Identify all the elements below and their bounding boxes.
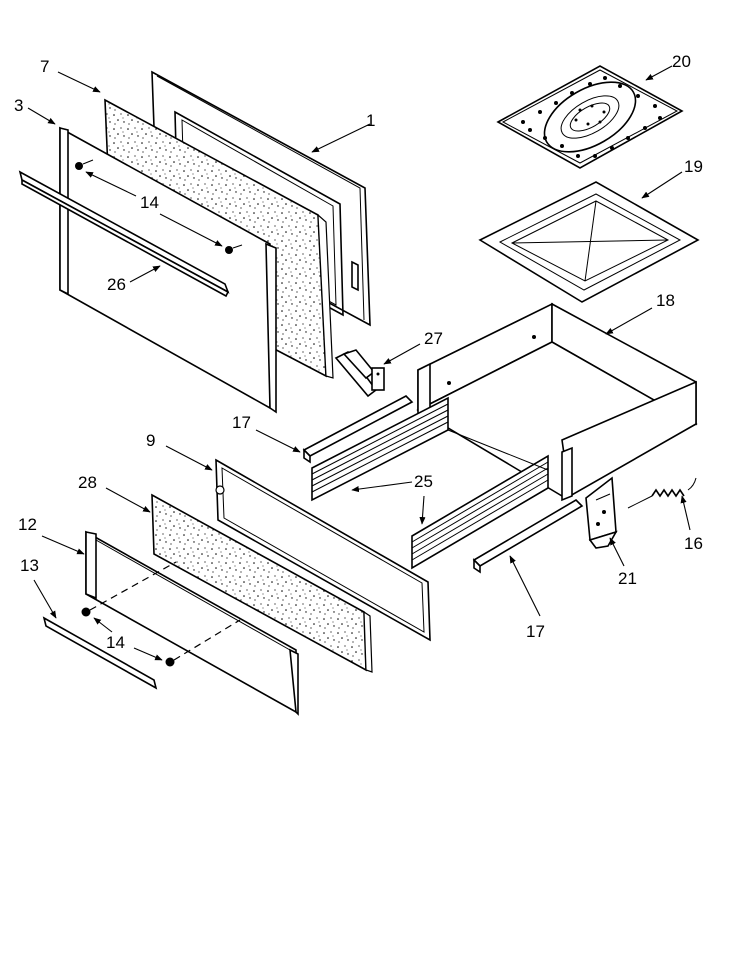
callout-13: 13 [20, 556, 39, 575]
callout-20: 20 [672, 52, 691, 71]
broiler-pan [478, 181, 700, 303]
callout-labels: 1 7 3 14 26 20 19 18 27 17 9 28 25 12 16… [14, 52, 703, 652]
hinge-bracket [334, 349, 385, 398]
callout-1: 1 [366, 111, 375, 130]
callout-26: 26 [107, 275, 126, 294]
angle-rail-lower [472, 498, 584, 574]
drawer-slides [311, 396, 549, 570]
callout-9: 9 [146, 431, 155, 450]
drawer-handle [42, 616, 158, 690]
door-handle [18, 170, 230, 298]
callout-17-upper: 17 [232, 413, 251, 432]
corner-bracket [585, 476, 618, 549]
callout-25: 25 [414, 472, 433, 491]
leader-lines [27, 65, 691, 661]
angle-rail-upper [302, 395, 414, 464]
callout-27: 27 [424, 329, 443, 348]
drawer-front-panel [85, 530, 299, 716]
handle-screws-lower [81, 561, 241, 667]
callout-18: 18 [656, 291, 675, 310]
callout-14-lower: 14 [106, 633, 125, 652]
outer-door-panel [59, 126, 277, 414]
drawer-body [416, 302, 698, 502]
callout-21: 21 [618, 569, 637, 588]
callout-28: 28 [78, 473, 97, 492]
callout-16: 16 [684, 534, 703, 553]
callout-14-upper: 14 [140, 193, 159, 212]
drawer-gasket [215, 458, 431, 642]
callout-7: 7 [40, 57, 49, 76]
drawer-spring [627, 477, 697, 509]
handle-screws-upper [75, 159, 243, 254]
vent-plate [496, 65, 684, 169]
callout-17-lower: 17 [526, 622, 545, 641]
callout-12: 12 [18, 515, 37, 534]
drawer-insulation [151, 493, 373, 673]
callout-19: 19 [684, 157, 703, 176]
callout-3: 3 [14, 96, 23, 115]
